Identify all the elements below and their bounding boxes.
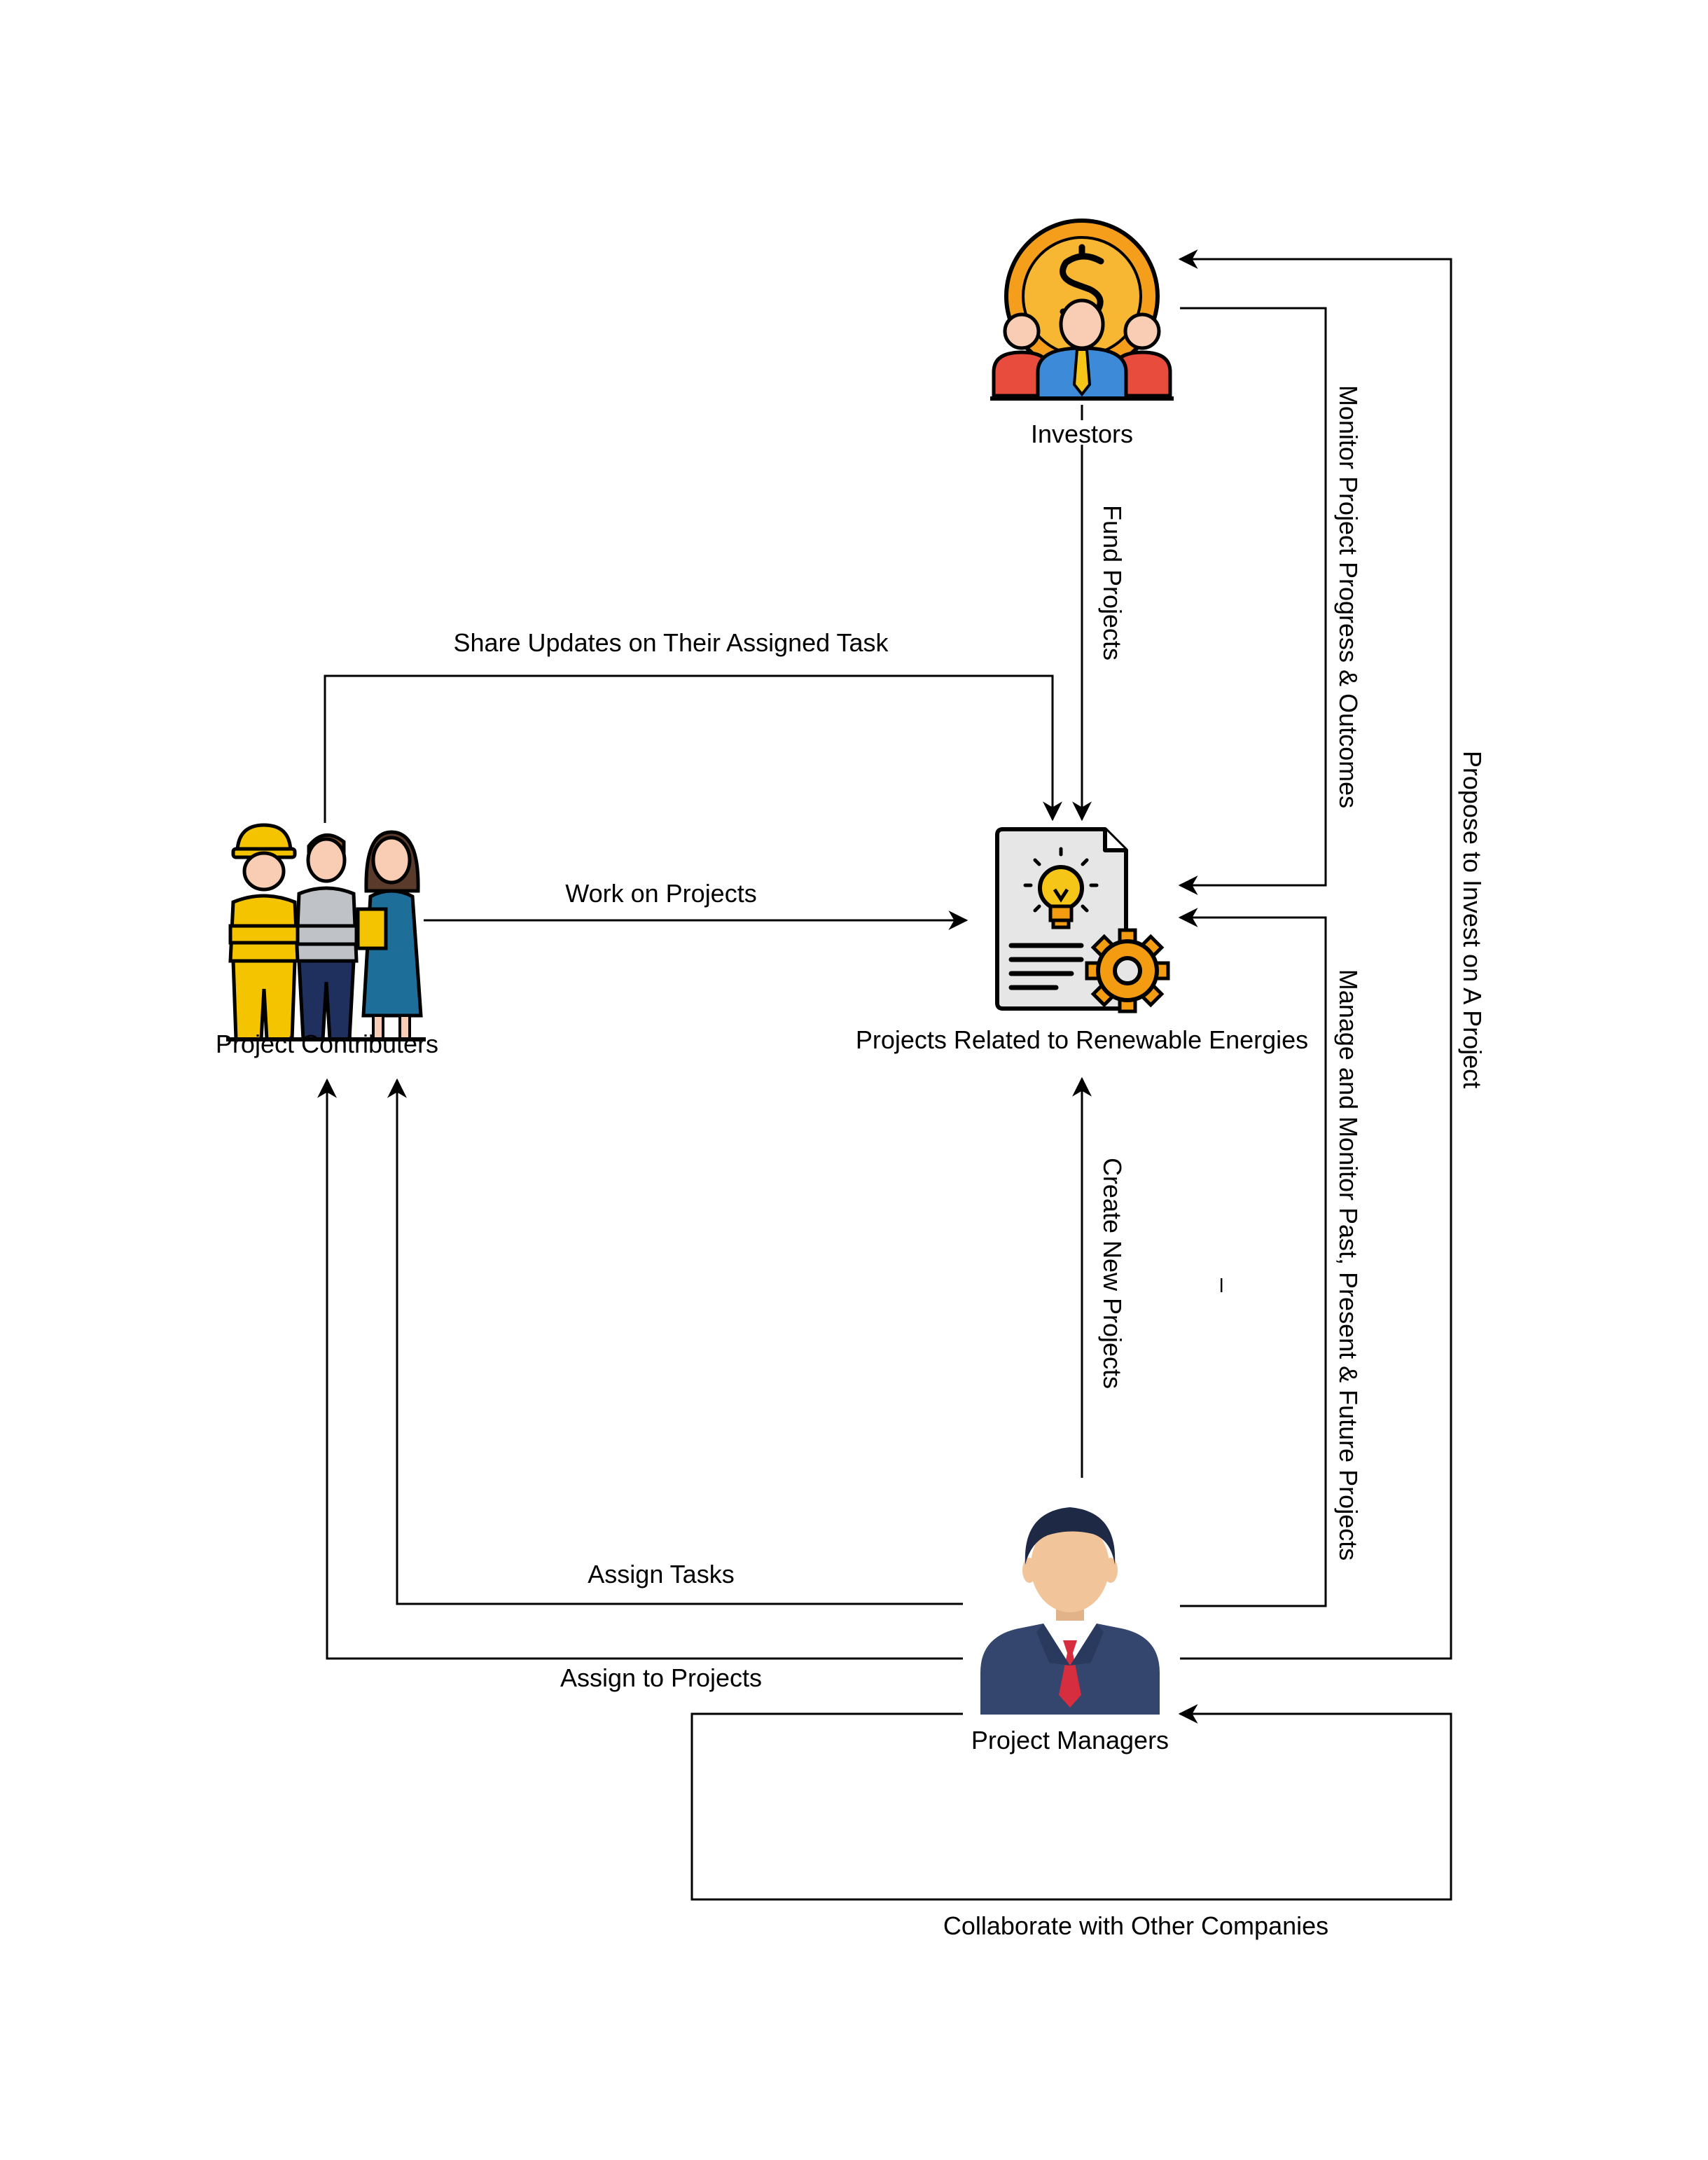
node-contributors[interactable]: Project Contributers (216, 823, 438, 1058)
stray-mark: – (1209, 1278, 1238, 1292)
edge-assign-tasks[interactable] (387, 1078, 963, 1605)
investors-icon (990, 219, 1174, 401)
edges (317, 249, 1452, 1901)
label-assign-tasks: Assign Tasks (588, 1560, 734, 1588)
edge-assign-to-projects[interactable] (317, 1078, 963, 1660)
node-managers[interactable]: Project Managers (971, 1507, 1169, 1754)
project-document-icon (995, 827, 1170, 1013)
edge-collaborate[interactable] (690, 1704, 1452, 1901)
label-collaborate: Collaborate with Other Companies (943, 1911, 1328, 1940)
label-work-on-projects: Work on Projects (565, 879, 756, 908)
edge-labels: Share Updates on Their Assigned Task Wor… (453, 385, 1487, 1940)
label-share-updates: Share Updates on Their Assigned Task (453, 628, 889, 657)
label-monitor-progress: Monitor Project Progress & Outcomes (1334, 385, 1363, 808)
managers-label: Project Managers (971, 1726, 1169, 1754)
label-manage-monitor: Manage and Monitor Past, Present & Futur… (1334, 969, 1363, 1560)
team-icon (226, 823, 426, 1041)
label-propose-invest: Propose to Invest on A Project (1458, 751, 1487, 1088)
node-projects[interactable]: Projects Related to Renewable Energies (856, 827, 1308, 1054)
label-assign-to-projects: Assign to Projects (560, 1663, 762, 1692)
label-create-new-projects: Create New Projects (1098, 1158, 1127, 1389)
edge-monitor-progress[interactable] (1178, 307, 1327, 895)
manager-icon (980, 1507, 1160, 1715)
edge-share-updates[interactable] (324, 674, 1062, 823)
label-fund-projects: Fund Projects (1098, 505, 1127, 660)
edge-propose-invest[interactable] (1178, 249, 1452, 1660)
contributors-label: Project Contributers (216, 1030, 438, 1058)
edge-manage-monitor[interactable] (1178, 908, 1327, 1607)
node-investors[interactable]: Investors (990, 219, 1174, 448)
investors-label: Investors (1031, 420, 1133, 448)
projects-label: Projects Related to Renewable Energies (856, 1025, 1308, 1054)
